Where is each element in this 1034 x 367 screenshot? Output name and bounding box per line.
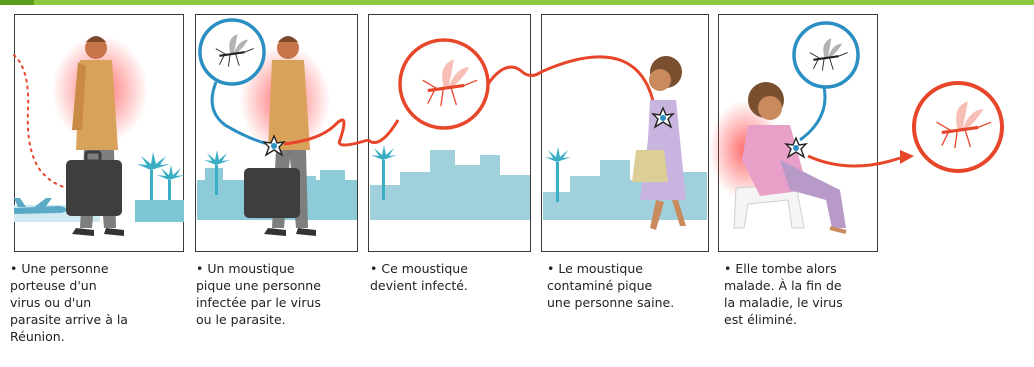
caption-step-4: • Le moustique contaminé pique une perso… [547, 260, 674, 311]
caption-step-1: • Une personne porteuse d'un virus ou d'… [10, 260, 128, 345]
caption-line: la maladie, le virus [724, 294, 843, 311]
arrow-head [900, 150, 914, 164]
caption-line: malade. À la fin de [724, 277, 843, 294]
caption-step-5: • Elle tombe alors malade. À la fin de l… [724, 260, 843, 328]
caption-line: • Ce moustique [370, 260, 468, 277]
caption-line: devient infecté. [370, 277, 468, 294]
sick-woman-figure [734, 82, 846, 232]
caption-line: ou le parasite. [196, 311, 321, 328]
panel-5-scene [709, 23, 914, 232]
panel-2-scene [197, 20, 368, 236]
caption-step-3: • Ce moustique devient infecté. [370, 260, 468, 294]
panel-1-scene [14, 35, 185, 236]
caption-line: • Elle tombe alors [724, 260, 843, 277]
caption-line: pique une personne [196, 277, 321, 294]
caption-step-2: • Un moustique pique une personne infect… [196, 260, 321, 328]
caption-line: infectée par le virus [196, 294, 321, 311]
caption-line: • Un moustique [196, 260, 321, 277]
suitcase [66, 160, 122, 216]
caption-line: Réunion. [10, 328, 128, 345]
caption-line: contaminé pique [547, 277, 674, 294]
panel-3-scene [368, 40, 541, 220]
caption-line: parasite arrive à la [10, 311, 128, 328]
caption-line: porteuse d'un [10, 277, 128, 294]
palm-trees [135, 152, 185, 222]
caption-line: • Une personne [10, 260, 128, 277]
caption-line: est éliminé. [724, 311, 843, 328]
panel-4-scene [541, 56, 707, 230]
caption-line: • Le moustique [547, 260, 674, 277]
caption-line: une personne saine. [547, 294, 674, 311]
caption-line: virus ou d'un [10, 294, 128, 311]
